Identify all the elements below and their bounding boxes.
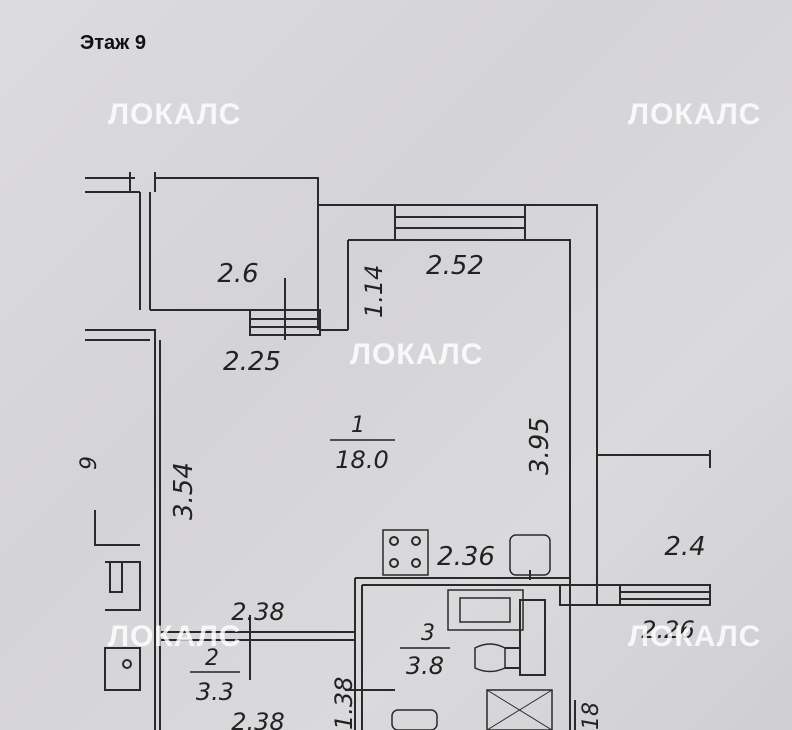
room-2-area: 3.3 xyxy=(196,678,234,706)
dim-bottom-fragment: 18 xyxy=(579,702,604,730)
room-3-number: 3 xyxy=(421,621,435,646)
dim-2-36: 2.36 xyxy=(437,542,495,572)
wall-left-balcony xyxy=(85,191,151,310)
sink-icon xyxy=(509,534,551,576)
watermark-top-left: ЛОКАЛС xyxy=(108,98,242,131)
wall-right-ext xyxy=(596,450,711,470)
dim-1-38: 1.38 xyxy=(330,677,358,730)
stove-icon xyxy=(382,529,429,576)
wall-top-of-room xyxy=(150,309,348,331)
watermark-center: ЛОКАЛС xyxy=(350,338,484,371)
dim-2-4: 2.4 xyxy=(664,532,705,562)
dim-2-26: 2.26 xyxy=(641,616,694,644)
shower-icon xyxy=(486,689,553,730)
toilet-icon xyxy=(474,643,506,673)
room-3-area: 3.8 xyxy=(406,652,444,680)
dim-1-14: 1.14 xyxy=(360,265,388,318)
watermark-bottom-right: ЛОКАЛС xyxy=(628,620,762,653)
dim-2-38: 2.38 xyxy=(231,598,284,626)
window-right xyxy=(619,584,711,606)
wall-hall xyxy=(160,631,355,641)
window-top xyxy=(394,204,526,241)
watermark-bottom-left: ЛОКАЛС xyxy=(108,620,242,653)
left-fragment xyxy=(94,510,141,611)
wall-left-ext xyxy=(129,172,156,192)
room-2-number: 2 xyxy=(205,646,219,671)
dim-3-54: 3.54 xyxy=(169,462,199,520)
dim-2-38-bottom: 2.38 xyxy=(231,708,284,730)
watermark-top-right: ЛОКАЛС xyxy=(628,98,762,131)
dim-left-fragment: 9 xyxy=(77,456,102,470)
wall-inner-top xyxy=(348,239,571,580)
wall-right-bottom xyxy=(560,584,710,606)
floor-title: Этаж 9 xyxy=(80,32,147,54)
wall-kitchen xyxy=(354,577,571,730)
dim-3-95: 3.95 xyxy=(525,417,555,475)
room-1-area: 18.0 xyxy=(335,446,388,474)
dim-balcony-area: 2.6 xyxy=(217,259,258,289)
bathtub-icon xyxy=(447,589,524,631)
wall-1-14 xyxy=(317,205,349,330)
wall-top-left xyxy=(85,177,319,205)
dim-window-width: 2.52 xyxy=(426,251,484,281)
wall-balcony-bottom xyxy=(85,329,156,730)
room-1-number: 1 xyxy=(351,413,365,438)
dim-2-25: 2.25 xyxy=(223,347,281,377)
washbasin-icon xyxy=(391,709,438,730)
